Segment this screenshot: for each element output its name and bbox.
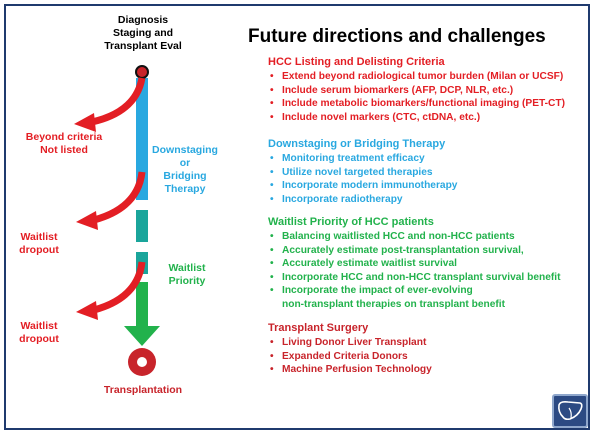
list-item: Accurately estimate post-transplantation… (268, 244, 561, 258)
waitlist-priority-label: Waitlist Priority (168, 262, 206, 287)
downstaging-label: Downstaging or Bridging Therapy (152, 144, 218, 195)
list-item: Extend beyond radiological tumor burden … (268, 70, 565, 84)
beyond-criteria-arrowhead (74, 113, 96, 132)
dropout2-arrow (93, 261, 146, 314)
beyond-criteria-label: Beyond criteria Not listed (25, 131, 103, 156)
dropout1-arrowhead (76, 211, 98, 230)
section-heading: Waitlist Priority of HCC patients (268, 216, 434, 228)
waitlist-dropout-label-2: Waitlist dropout (19, 320, 59, 345)
list-item: Accurately estimate waitlist survival (268, 257, 561, 271)
liver-icon (558, 401, 583, 421)
section-heading: Transplant Surgery (268, 322, 369, 334)
section-heading: Downstaging or Bridging Therapy (268, 138, 446, 150)
section-downstaging: Downstaging or Bridging Therapy Monitori… (268, 138, 457, 206)
transplant-node-center (137, 357, 147, 367)
list-item: Balancing waitlisted HCC and non-HCC pat… (268, 230, 561, 244)
list-item: Monitoring treatment efficacy (268, 152, 457, 166)
section-list: Balancing waitlisted HCC and non-HCC pat… (268, 230, 561, 312)
list-item: Machine Perfusion Technology (268, 363, 432, 377)
transplantation-label: Transplantation (103, 384, 183, 396)
list-item: Include metabolic biomarkers/functional … (268, 97, 565, 111)
list-item: Include novel markers (CTC, ctDNA, etc.) (268, 111, 565, 125)
downstaging-bar (136, 78, 148, 200)
section-list: Living Donor Liver Transplant Expanded C… (268, 336, 432, 377)
list-item: Incorporate radiotherapy (268, 193, 457, 207)
list-item: Living Donor Liver Transplant (268, 336, 432, 350)
teal-segment-1 (136, 210, 148, 242)
green-arrowhead (124, 326, 160, 346)
start-node (135, 65, 149, 79)
section-heading: HCC Listing and Delisting Criteria (268, 56, 445, 68)
list-item: Incorporate HCC and non-HCC transplant s… (268, 271, 561, 285)
waitlist-bar (136, 282, 148, 328)
list-item: Include serum biomarkers (AFP, DCP, NLR,… (268, 84, 565, 98)
section-listing-criteria: HCC Listing and Delisting Criteria Exten… (268, 56, 565, 124)
section-waitlist-priority: Waitlist Priority of HCC patients Balanc… (268, 216, 561, 312)
section-transplant-surgery: Transplant Surgery Living Donor Liver Tr… (268, 322, 432, 377)
dropout1-arrow (93, 171, 146, 224)
section-list: Extend beyond radiological tumor burden … (268, 70, 565, 124)
list-item: Incorporate modern immunotherapy (268, 179, 457, 193)
list-item: Utilize novel targeted therapies (268, 166, 457, 180)
waitlist-dropout-label-1: Waitlist dropout (19, 231, 59, 256)
journal-logo (552, 394, 588, 428)
beyond-criteria-arrow (91, 77, 146, 126)
dropout2-arrowhead (76, 301, 98, 320)
list-item: Expanded Criteria Donors (268, 350, 432, 364)
section-list: Monitoring treatment efficacy Utilize no… (268, 152, 457, 206)
list-item: Incorporate the impact of ever-evolving … (268, 284, 561, 311)
diagnosis-label: Diagnosis Staging and Transplant Eval (104, 14, 182, 52)
main-title: Future directions and challenges (248, 26, 546, 47)
